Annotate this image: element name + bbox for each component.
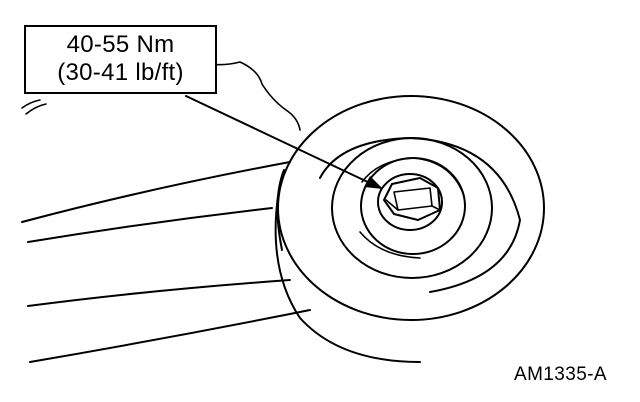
figure-id-label: AM1335-A [514, 364, 607, 385]
idler-pulley [274, 95, 545, 363]
pulley-flange [319, 137, 521, 293]
engine-bracket-lines [21, 161, 311, 363]
torque-spec-callout: 40-55 Nm (30-41 lb/ft) [24, 25, 217, 94]
mounting-bracket [207, 61, 301, 131]
arrow-head [364, 176, 383, 189]
hex-bolt [383, 177, 441, 221]
torque-imperial-label: (30-41 lb/ft) [57, 59, 184, 86]
pulley-bearing [377, 173, 443, 231]
leader-arrow [185, 95, 383, 189]
pulley-hub [331, 137, 493, 279]
torque-metric-label: 40-55 Nm [66, 31, 175, 58]
vibration-marks [21, 99, 47, 115]
pulley-outer-rim [277, 95, 545, 321]
